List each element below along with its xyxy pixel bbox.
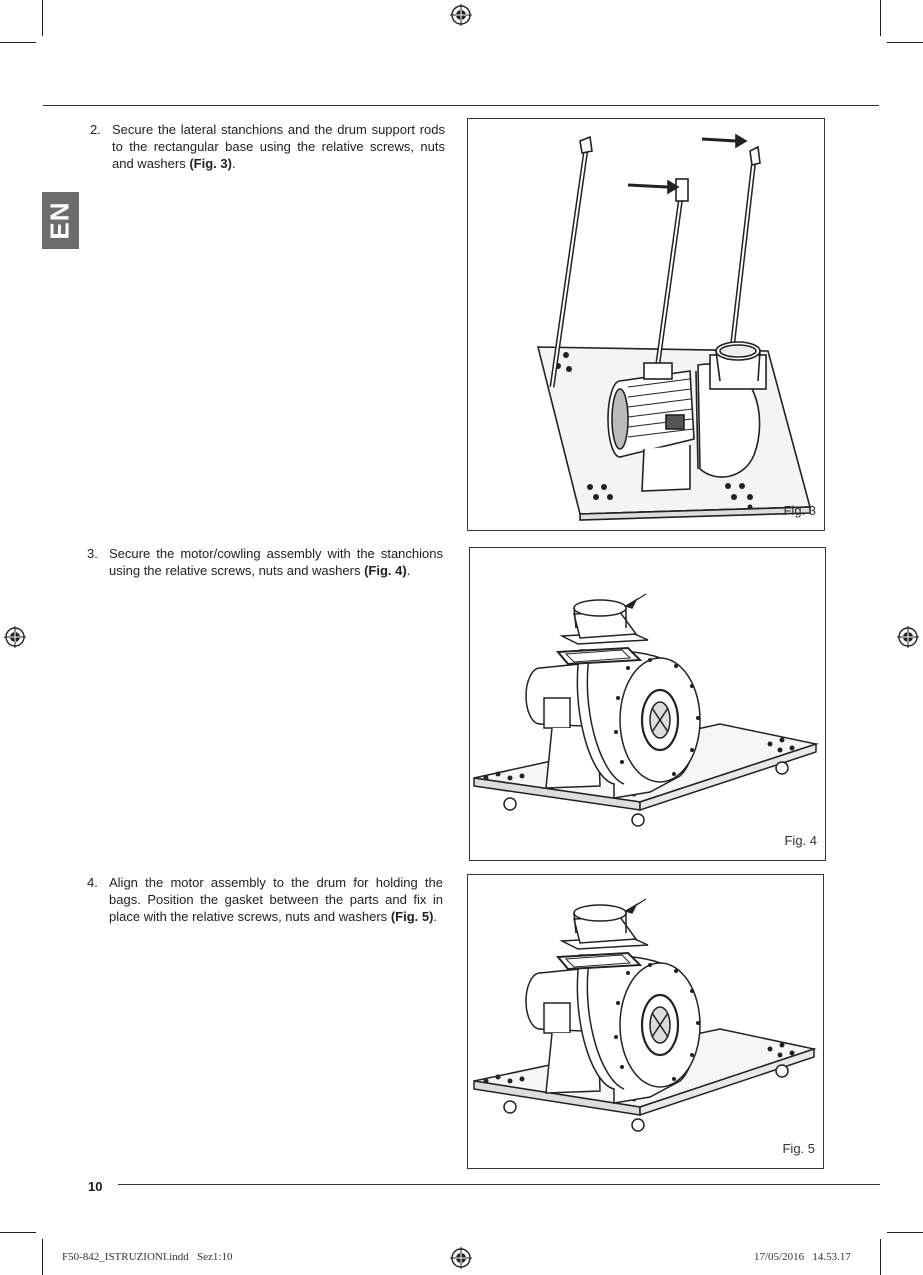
figure-5: Fig. 5 bbox=[467, 874, 824, 1169]
registration-mark-icon bbox=[897, 626, 919, 648]
figure-reference: (Fig. 4) bbox=[364, 563, 407, 578]
step-number: 3. bbox=[87, 546, 98, 561]
step-number: 2. bbox=[90, 122, 101, 137]
step-number: 4. bbox=[87, 875, 98, 890]
motor-cowling-illustration bbox=[473, 593, 819, 827]
figure-reference: (Fig. 5) bbox=[390, 909, 434, 924]
step-3: 3. Secure the motor/cowling assembly wit… bbox=[87, 545, 443, 579]
crop-mark bbox=[0, 1232, 36, 1233]
language-tab-label: EN bbox=[45, 201, 75, 240]
figure-caption: Fig. 4 bbox=[784, 833, 817, 848]
step-2: 2. Secure the lateral stanchions and the… bbox=[90, 121, 445, 172]
figure-caption: Fig. 5 bbox=[782, 1141, 815, 1156]
figure-4: Fig. 4 bbox=[469, 547, 826, 861]
file-slug: F50-842_ISTRUZIONI.indd Sez1:10 bbox=[62, 1251, 233, 1263]
figure-3: Fig. 3 bbox=[467, 118, 825, 531]
stanchion-assembly-illustration bbox=[536, 133, 812, 521]
print-timestamp: 17/05/2016 14.53.17 bbox=[754, 1251, 851, 1263]
footer-rule bbox=[118, 1184, 880, 1185]
motor-drum-alignment-illustration bbox=[473, 898, 817, 1132]
registration-mark-icon bbox=[450, 4, 472, 26]
crop-mark bbox=[880, 1239, 881, 1275]
figure-reference: (Fig. 3) bbox=[189, 156, 232, 171]
step-4: 4. Align the motor assembly to the drum … bbox=[87, 874, 443, 925]
language-tab: EN bbox=[42, 192, 79, 249]
step-text: Align the motor assembly to the drum for… bbox=[109, 875, 443, 924]
registration-mark-icon bbox=[450, 1247, 472, 1269]
step-text: Secure the lateral stanchions and the dr… bbox=[112, 122, 445, 171]
header-rule bbox=[43, 105, 879, 106]
crop-mark bbox=[0, 42, 36, 43]
crop-mark bbox=[887, 1232, 923, 1233]
figure-caption: Fig. 3 bbox=[783, 503, 816, 518]
crop-mark bbox=[42, 1239, 43, 1275]
page-number: 10 bbox=[88, 1179, 103, 1194]
step-text: Secure the motor/cowling assembly with t… bbox=[109, 546, 443, 578]
registration-mark-icon bbox=[4, 626, 26, 648]
crop-mark bbox=[880, 0, 881, 36]
crop-mark bbox=[887, 42, 923, 43]
crop-mark bbox=[42, 0, 43, 36]
